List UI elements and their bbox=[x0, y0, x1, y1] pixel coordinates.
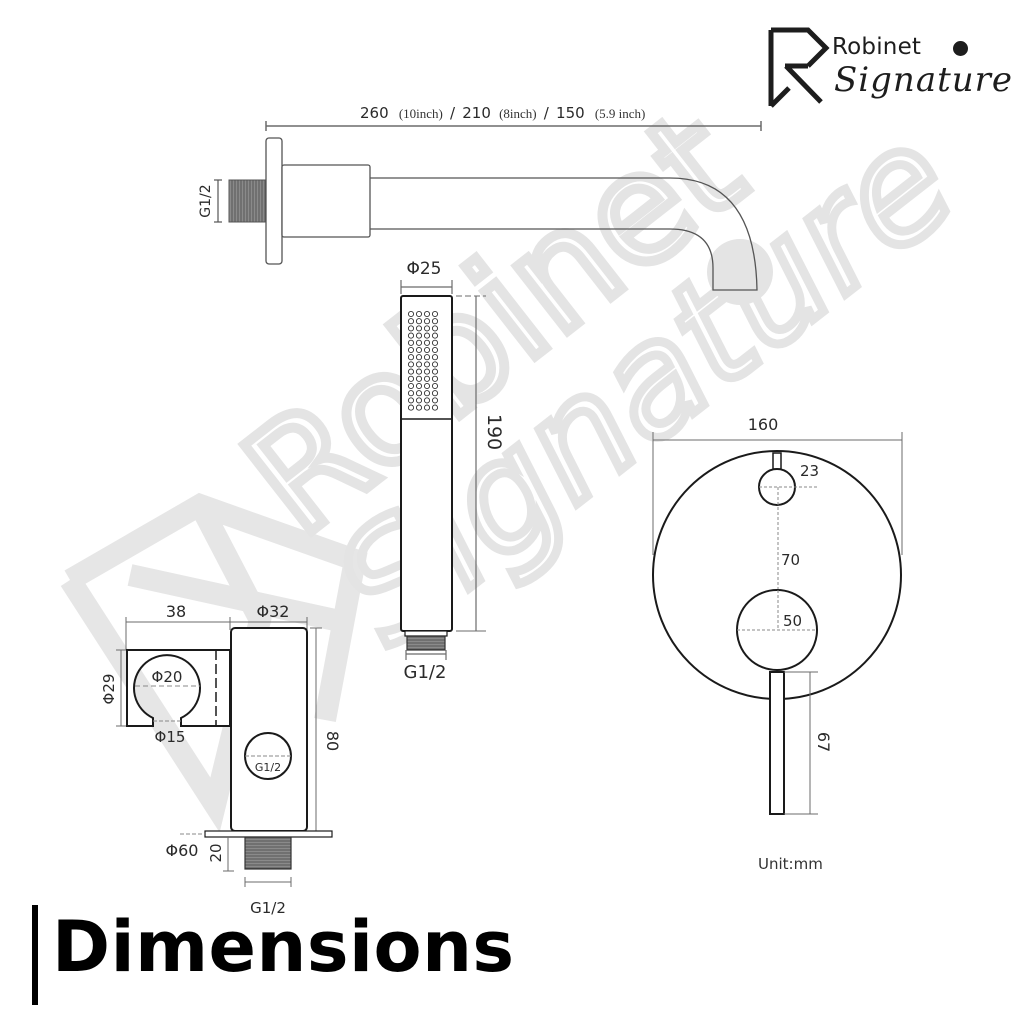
logo-brand: Robinet bbox=[832, 34, 922, 60]
holder-cradle-height-label: Φ29 bbox=[100, 674, 118, 705]
spout-drawing: 260 (10inch) / 210 (8inch) / 150 (5.9 in… bbox=[198, 104, 762, 291]
mixer-center-distance-label: 70 bbox=[781, 551, 800, 569]
mixer-plate-diameter-label: 160 bbox=[748, 415, 779, 434]
hand-shower-length-label: 190 bbox=[483, 414, 505, 450]
holder-thread bbox=[244, 836, 292, 870]
spout-thread bbox=[228, 179, 267, 223]
hand-shower-thread bbox=[406, 635, 446, 651]
page-title: Dimensions bbox=[52, 906, 515, 988]
holder-cradle-opening-label: Φ15 bbox=[155, 728, 186, 746]
holder-outlet-diameter-label: Φ32 bbox=[257, 602, 290, 621]
title-accent-bar bbox=[32, 905, 38, 1005]
holder-bottom-thread-label: G1/2 bbox=[250, 899, 286, 917]
hand-shower-thread-label: G1/2 bbox=[404, 662, 447, 683]
mixer-lever-length-label: 67 bbox=[814, 732, 833, 752]
holder-drawing: 38 Φ32 Φ20 Φ15 Φ29 G1/2 80 Φ60 20 bbox=[100, 602, 342, 917]
logo-subtitle: Signature bbox=[834, 60, 1014, 100]
logo-dot-icon bbox=[953, 41, 968, 56]
hand-shower-drawing: Φ25 G1/2 190 bbox=[400, 259, 505, 683]
holder-height-label: 80 bbox=[323, 731, 342, 751]
holder-outlet-thread-label: G1/2 bbox=[255, 761, 281, 774]
robinet-r-logo-icon bbox=[768, 27, 830, 108]
hand-shower-diameter-label: Φ25 bbox=[406, 259, 441, 279]
unit-label: Unit:mm bbox=[758, 855, 823, 873]
spout-length-label: 260 (10inch) / 210 (8inch) / 150 (5.9 in… bbox=[360, 104, 645, 122]
holder-thread-length-label: 20 bbox=[207, 843, 225, 862]
mixer-drawing: 160 23 70 50 67 bbox=[652, 415, 903, 815]
mixer-diverter-diameter-label: 23 bbox=[800, 462, 819, 480]
holder-cradle-diameter-label: Φ20 bbox=[152, 668, 183, 686]
spout-thread-label: G1/2 bbox=[198, 184, 214, 217]
mixer-handle-hub-label: 50 bbox=[783, 612, 802, 630]
holder-flange-label: Φ60 bbox=[166, 841, 199, 860]
holder-width-label: 38 bbox=[166, 602, 186, 621]
spray-holes bbox=[407, 310, 439, 411]
